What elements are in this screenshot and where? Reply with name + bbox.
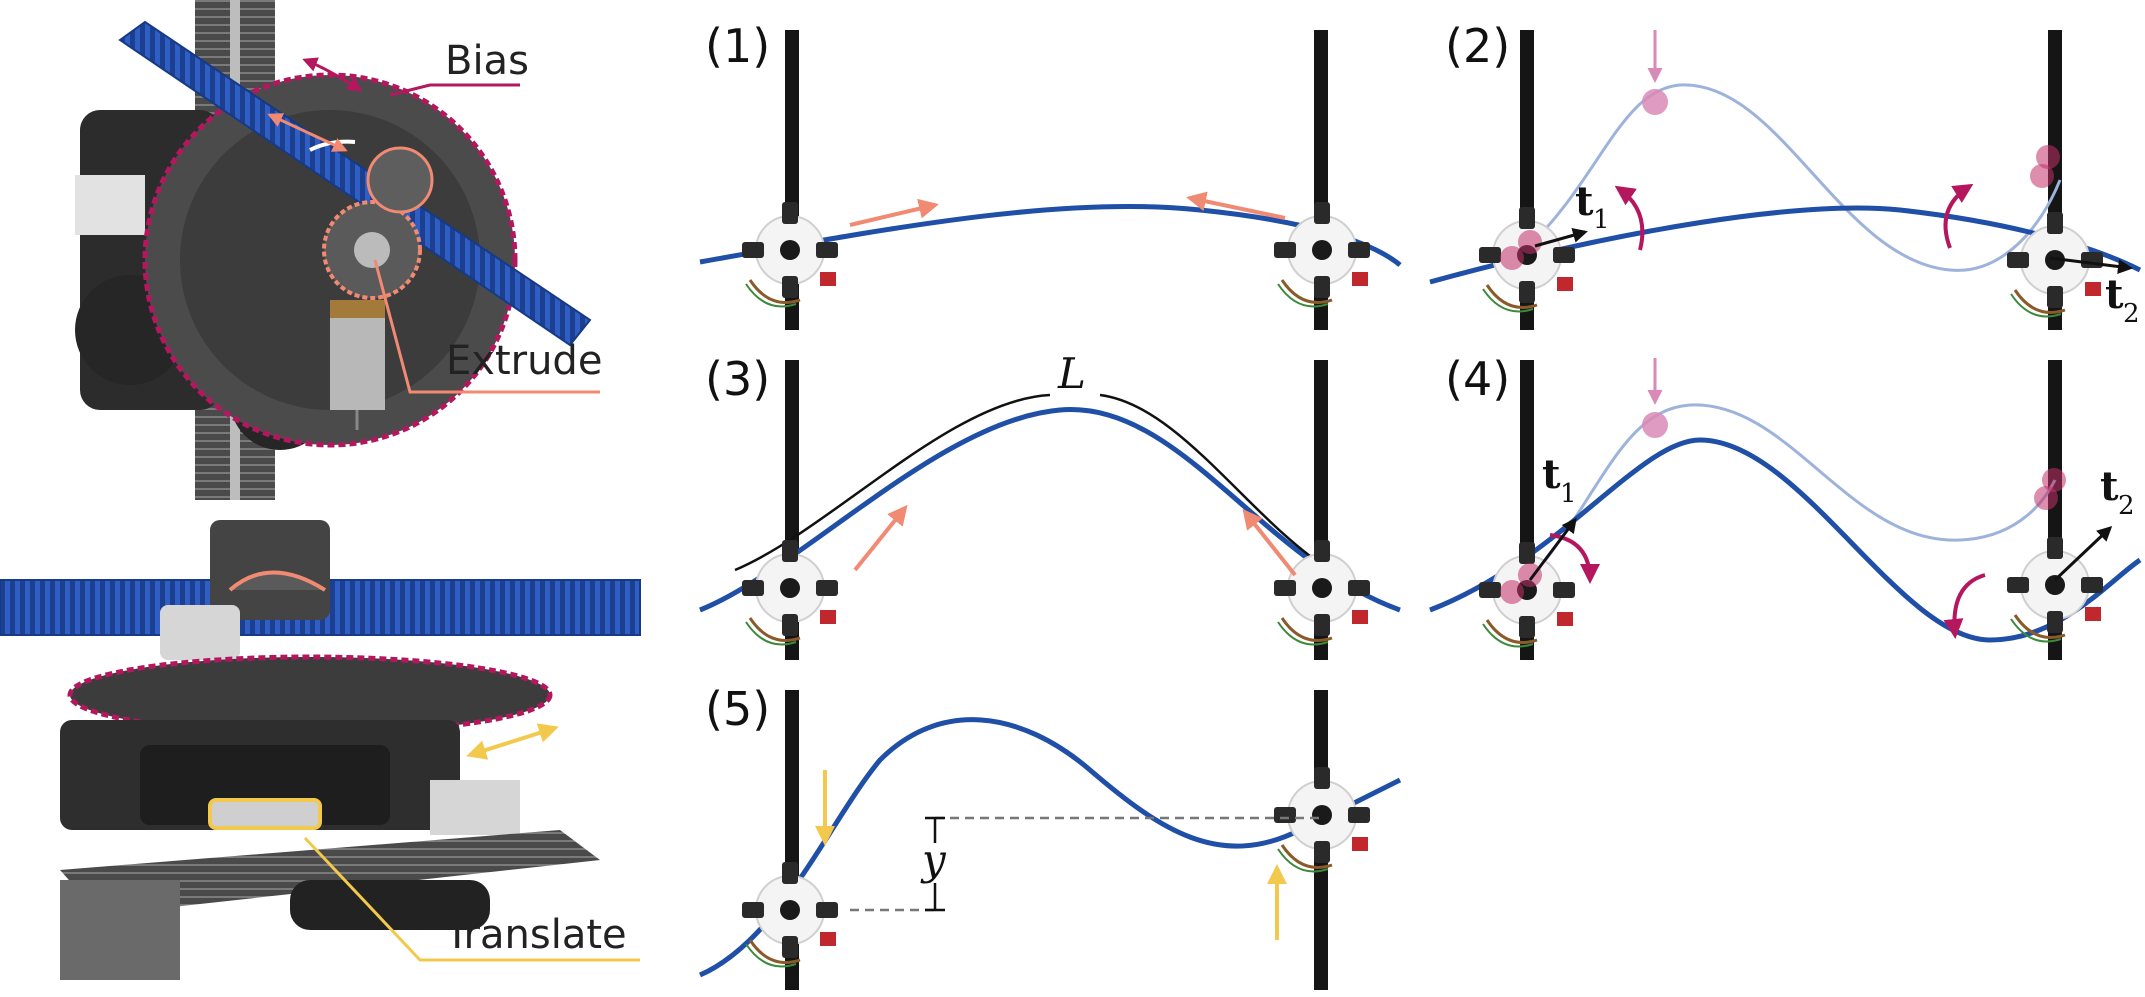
bias-arrow [1549,533,1600,584]
ghost-marker [2036,145,2060,169]
panel-1: (1) [699,19,1402,330]
mechanism-top-icon [75,0,592,500]
bias-leader-line [389,83,520,97]
length-bracket [734,393,1051,572]
panel-1-label: (1) [705,19,770,73]
bias-arrow [1614,185,1645,251]
gripper-robot-icon [1477,205,1577,313]
gripper-robot-icon [1477,540,1577,648]
ghost-marker [1500,246,1524,270]
ghost-marker [1518,563,1542,587]
tangent-arrow [1528,517,1577,581]
height-symbol: y [920,835,947,884]
extrude-arrow [849,198,939,227]
tangent-2-index: 2 [2123,299,2140,329]
tangent-1-index: 1 [1560,479,1577,509]
panel-4: (4) t 1 t 2 [1429,352,2142,660]
tangent-1-index: 1 [1593,205,1610,235]
panel-5: (5) y [698,682,1402,990]
extrude-arrow [1186,191,1286,220]
bias-arrow [1943,183,1974,249]
gripper-robot-icon [740,538,840,646]
gripper-robot-icon [2005,535,2105,643]
gripper-robot-icon [740,860,840,968]
ghost-rod-curve [1523,83,2062,272]
panel-2: (2) t 1 t 2 [1429,19,2142,330]
length-symbol: L [1057,349,1086,398]
tangent-2-symbol: t [2100,463,2119,510]
panel-3-label: (3) [705,352,770,406]
extrude-arrow [853,504,908,572]
ghost-marker [1518,230,1542,254]
panel-4-label: (4) [1445,352,1510,406]
ghost-marker [1642,412,1668,438]
panel-3: (3) L [699,349,1401,660]
ghost-marker [2042,468,2066,492]
length-bracket [1099,393,1331,572]
extrude-arrow [1242,508,1297,577]
tangent-arrow [1534,228,1588,248]
ghost-marker [1500,580,1524,604]
extrude-label: Extrude [446,338,602,384]
bias-label: Bias [445,38,529,84]
translate-label: Translate [444,912,627,958]
bias-arrow [1943,573,1986,639]
tangent-2-index: 2 [2118,491,2135,521]
rod-curve [699,407,1401,613]
translate-leader-line [303,836,640,962]
tangent-1-symbol: t [1542,451,1561,498]
ghost-marker [2034,486,2058,510]
panel-2-label: (2) [1445,19,1510,73]
panel-5-label: (5) [705,682,770,736]
ghost-marker [1642,89,1668,115]
gripper-robot-icon [740,200,840,308]
ghost-marker [2030,164,2054,188]
extrude-leader-line [373,259,600,394]
mechanism-bottom-icon [0,520,641,980]
gripper-robot-icon [1272,538,1372,646]
gripper-robot-icon [1272,200,1372,308]
tangent-2-symbol: t [2105,271,2124,318]
ghost-rod-curve [1523,403,2057,586]
tangent-arrow [2049,256,2133,274]
tangent-arrow [2053,525,2113,582]
tangent-1-symbol: t [1575,178,1594,225]
